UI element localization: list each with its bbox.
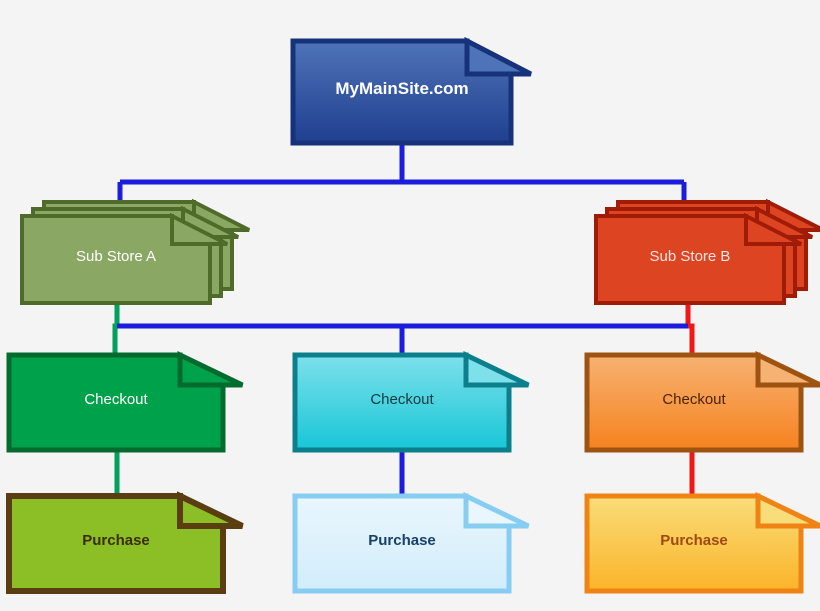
node-shape-checkout-c bbox=[584, 351, 820, 453]
node-shape-checkout-b bbox=[292, 351, 530, 453]
folded-corner-icon bbox=[170, 212, 229, 246]
connector-sub-a-to-checkout-a bbox=[112, 303, 120, 358]
node-purchase-a[interactable]: Purchase bbox=[6, 491, 244, 594]
node-checkout-a[interactable]: Checkout bbox=[6, 351, 244, 453]
folded-corner-icon bbox=[177, 351, 244, 388]
node-shape-sub-store-b bbox=[594, 198, 820, 305]
folded-corner-icon bbox=[464, 36, 532, 77]
node-shape-purchase-c bbox=[584, 492, 820, 594]
connector-sub-b-to-checkout-c bbox=[685, 303, 695, 358]
folded-corner-icon bbox=[755, 492, 820, 529]
node-purchase-b[interactable]: Purchase bbox=[292, 492, 530, 594]
folded-corner-icon bbox=[755, 351, 820, 388]
node-sub-store-a[interactable]: Sub Store A bbox=[20, 198, 251, 305]
node-checkout-b[interactable]: Checkout bbox=[292, 351, 530, 453]
node-sub-store-b[interactable]: Sub Store B bbox=[594, 198, 820, 305]
folded-corner-icon bbox=[463, 351, 530, 388]
node-checkout-c[interactable]: Checkout bbox=[584, 351, 820, 453]
folded-corner-icon bbox=[744, 212, 803, 246]
node-shape-purchase-a bbox=[6, 491, 244, 594]
folded-corner-icon bbox=[177, 491, 244, 529]
folded-corner-icon bbox=[463, 492, 530, 529]
node-shape-purchase-b bbox=[292, 492, 530, 594]
node-main-site[interactable]: MyMainSite.com bbox=[290, 36, 532, 146]
node-shape-sub-store-a bbox=[20, 198, 251, 305]
node-purchase-c[interactable]: Purchase bbox=[584, 492, 820, 594]
node-shape-checkout-a bbox=[6, 351, 244, 453]
node-shape-main-site bbox=[290, 36, 532, 146]
